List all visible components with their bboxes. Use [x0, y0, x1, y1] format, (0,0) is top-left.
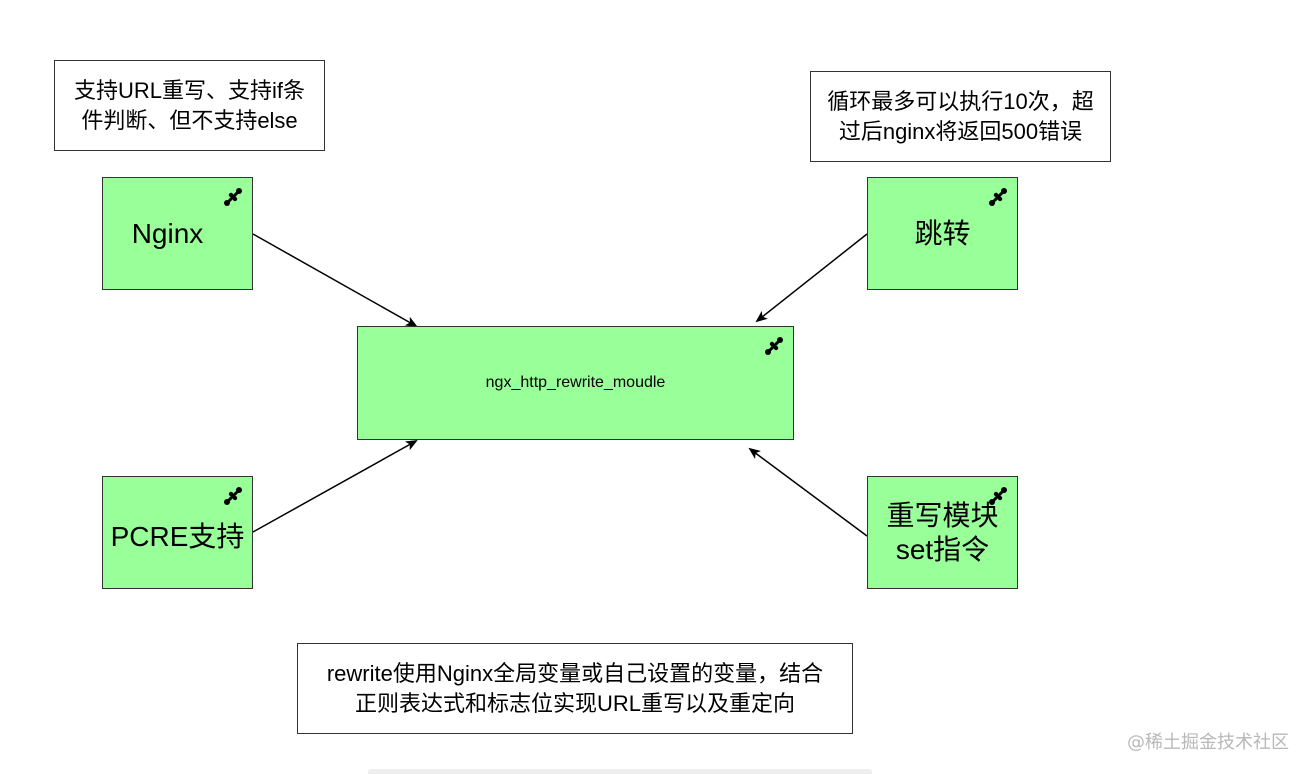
- note-bottom[interactable]: rewrite使用Nginx全局变量或自己设置的变量，结合 正则表达式和标志位实…: [297, 643, 853, 734]
- node-module[interactable]: ngx_http_rewrite_moudle: [357, 326, 794, 440]
- edge-nginx-to-module[interactable]: [252, 233, 418, 327]
- note-top-left[interactable]: 支持URL重写、支持if条 件判断、但不支持else: [54, 60, 325, 151]
- node-rewrite-set[interactable]: 重写模块 set指令: [867, 476, 1018, 589]
- node-nginx[interactable]: Nginx: [102, 177, 253, 290]
- link-icon: [222, 485, 244, 507]
- link-icon: [987, 485, 1009, 507]
- horizontal-scrollbar[interactable]: [368, 769, 872, 774]
- node-jump[interactable]: 跳转: [867, 177, 1018, 290]
- note-top-left-text: 支持URL重写、支持if条 件判断、但不支持else: [73, 77, 305, 133]
- note-top-right[interactable]: 循环最多可以执行10次，超 过后nginx将返回500错误: [810, 71, 1111, 162]
- note-top-right-text: 循环最多可以执行10次，超 过后nginx将返回500错误: [827, 88, 1094, 144]
- watermark: @稀土掘金技术社区: [1127, 732, 1289, 753]
- node-pcre[interactable]: PCRE支持: [102, 476, 253, 589]
- edge-rewrite-to-module[interactable]: [748, 447, 868, 537]
- node-module-label: ngx_http_rewrite_moudle: [485, 374, 666, 391]
- node-nginx-label: Nginx: [131, 217, 204, 249]
- link-icon: [987, 186, 1009, 208]
- note-bottom-text: rewrite使用Nginx全局变量或自己设置的变量，结合 正则表达式和标志位实…: [326, 660, 824, 716]
- node-rewrite-set-label: 重写模块 set指令: [886, 499, 999, 565]
- link-icon: [763, 335, 785, 357]
- edge-jump-to-module[interactable]: [755, 233, 868, 323]
- link-icon: [222, 186, 244, 208]
- node-pcre-label: PCRE支持: [110, 520, 245, 552]
- edge-pcre-to-module[interactable]: [252, 440, 418, 533]
- node-jump-label: 跳转: [914, 217, 971, 249]
